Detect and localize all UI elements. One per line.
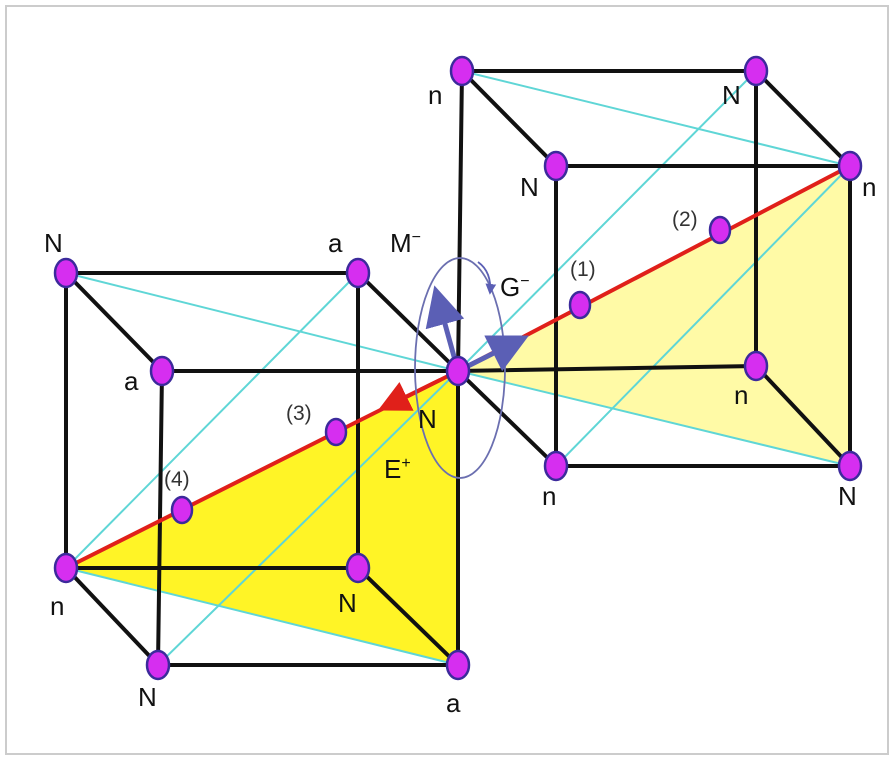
atom [345, 552, 371, 584]
atoms [53, 55, 863, 681]
atom-point-2 [708, 215, 732, 245]
atom [53, 257, 79, 289]
label-top-right-front: n [862, 172, 876, 202]
atom [145, 649, 171, 681]
right-yellow-plane [458, 166, 850, 466]
atom [345, 257, 371, 289]
atom [445, 355, 471, 387]
rotation-arrow [477, 261, 497, 295]
label-m-vector: M− [390, 228, 421, 258]
atom [53, 552, 79, 584]
label-left-front-bottom-left: n [50, 591, 64, 621]
atom [543, 450, 569, 482]
atom [449, 55, 475, 87]
label-top-bottom-front-right: N [838, 481, 857, 511]
label-top-left-back: n [428, 80, 442, 110]
label-point-4: (4) [164, 468, 190, 491]
atom [837, 450, 863, 482]
label-left-back-top-right: a [328, 228, 343, 258]
label-left-bottom-front-right: a [446, 688, 461, 718]
label-top-right-bottom-back: n [734, 380, 748, 410]
label-point-1: (1) [570, 258, 596, 281]
label-e-vector: E+ [384, 454, 411, 484]
left-yellow-plane [66, 371, 458, 665]
frame-border [5, 5, 889, 755]
label-top-right-back: N [722, 80, 741, 110]
label-left-back-bottom-right: N [338, 588, 357, 618]
right-cube-diagonals [457, 70, 851, 467]
atom-point-1 [568, 290, 592, 320]
atom [445, 649, 471, 681]
label-g-vector: G− [500, 272, 530, 302]
atom [149, 355, 175, 387]
label-left-back-top: N [44, 228, 63, 258]
left-cube-diagonals [65, 272, 459, 666]
atom-point-3 [324, 417, 348, 447]
label-center: N [418, 404, 437, 434]
atom [743, 350, 769, 382]
label-top-left-front: N [520, 172, 539, 202]
e-vector-arrow [377, 378, 441, 411]
label-point-3: (3) [286, 402, 312, 425]
atom [543, 150, 569, 182]
atom [837, 150, 863, 182]
label-left-front-top-left: a [124, 366, 139, 396]
atom-point-4 [170, 495, 194, 525]
label-left-bottom-front-left: N [138, 682, 157, 712]
atom [743, 55, 769, 87]
label-top-bottom-front-left: n [542, 481, 556, 511]
label-point-2: (2) [672, 208, 698, 231]
